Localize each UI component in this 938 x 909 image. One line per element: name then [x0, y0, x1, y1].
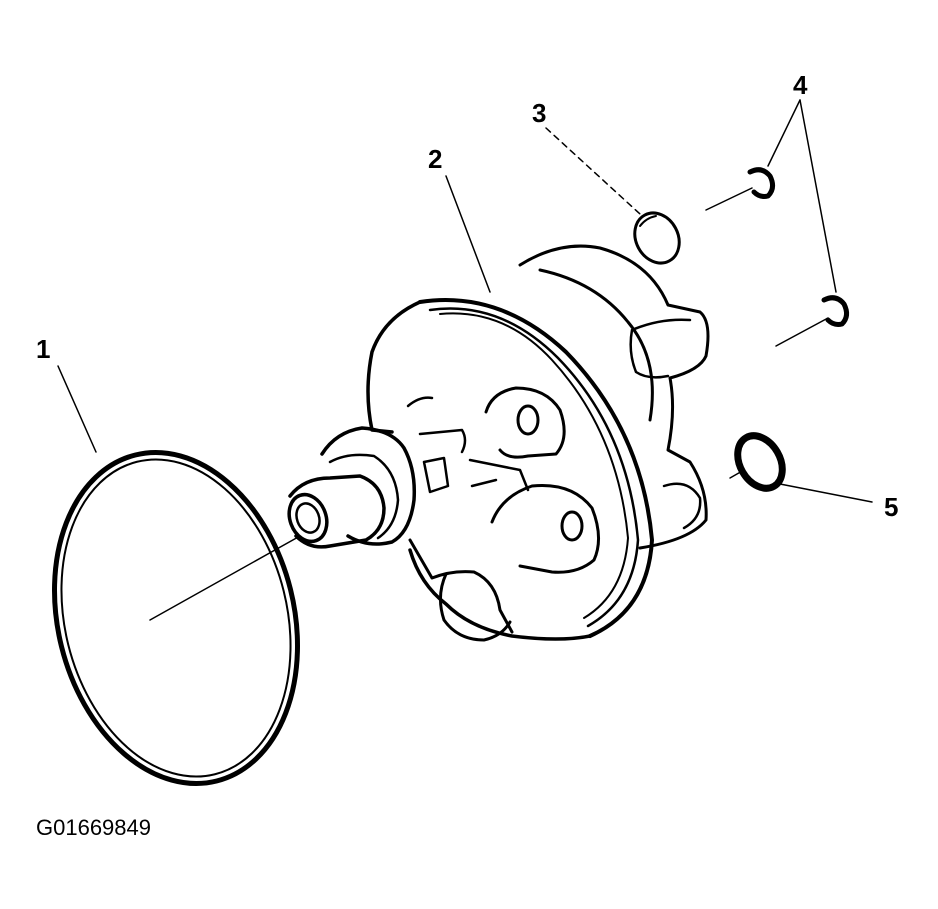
callout-3: 3	[532, 98, 547, 128]
figure-id: G01669849	[36, 815, 151, 840]
callout-1: 1	[36, 334, 51, 364]
callout-2: 2	[428, 144, 443, 174]
part-1-o-ring	[52, 450, 300, 786]
part-4-snap-rings	[747, 167, 850, 327]
callout-5: 5	[884, 492, 899, 522]
part-2-pump-housing	[287, 244, 710, 642]
part-5-seal-ring	[734, 432, 786, 492]
callout-4: 4	[793, 70, 808, 100]
leader-lines	[57, 99, 873, 621]
part-3-washer	[633, 211, 681, 265]
